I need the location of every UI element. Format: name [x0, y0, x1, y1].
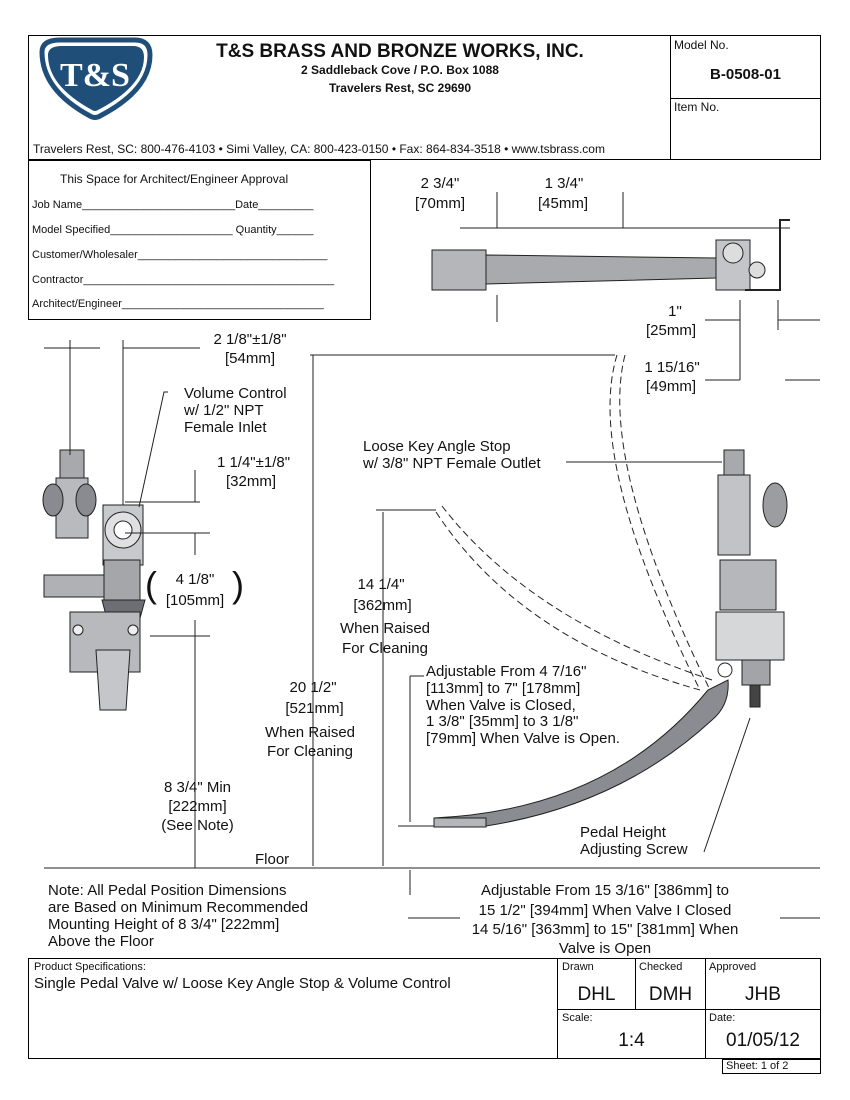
checked-value: DMH	[648, 984, 693, 1005]
dim-54mm: [54mm]	[224, 350, 275, 367]
pedal-height-callout-1: Pedal Height	[580, 824, 666, 841]
customer-field[interactable]: Customer/Wholesaler_____________________…	[32, 249, 328, 261]
dim-1-15-16: 1 15/16"	[644, 359, 700, 376]
bottom-dim-3: 14 5/16" [363mm] to 15" [381mm] When	[471, 921, 739, 938]
sheet-label: Sheet: 1 of 2	[726, 1060, 789, 1072]
dim-49mm: [49mm]	[645, 378, 697, 395]
contact-line: Travelers Rest, SC: 800-476-4103 • Simi …	[33, 142, 605, 156]
dim-4-1-8: 4 1/8"	[175, 571, 215, 588]
volume-control-callout-3: Female Inlet	[184, 419, 267, 436]
dim-105mm: [105mm]	[165, 592, 225, 609]
approved-label: Approved	[709, 961, 757, 973]
dim-1-3-4: 1 3/4"	[544, 175, 584, 192]
adjustable-callout-4: 1 3/8" [35mm] to 3 1/8"	[426, 713, 579, 730]
sheet-box	[722, 1059, 821, 1074]
spec-label: Product Specifications:	[34, 961, 146, 973]
dim-32mm: [32mm]	[225, 473, 276, 490]
dim-raised-1: When Raised	[339, 620, 431, 637]
adjustable-callout-1: Adjustable From 4 7/16"	[426, 663, 587, 680]
adjustable-callout-5: [79mm] When Valve is Open.	[426, 730, 620, 747]
contractor-field[interactable]: Contractor______________________________…	[32, 274, 335, 286]
top-view-pedal	[431, 192, 820, 381]
scale-value: 1:4	[618, 1030, 645, 1051]
volume-control-callout-2: w/ 1/2" NPT	[184, 402, 264, 419]
dim-cleaning-2: For Cleaning	[267, 743, 353, 760]
item-box	[670, 98, 821, 160]
scale-label: Scale:	[562, 1012, 593, 1024]
dim-cleaning-1: For Cleaning	[342, 640, 428, 657]
dim-25mm: [25mm]	[645, 322, 697, 339]
note-line-1: Note: All Pedal Position Dimensions	[48, 882, 287, 899]
note-line-4: Above the Floor	[48, 933, 154, 950]
ts-logo-icon: T&S	[39, 37, 153, 120]
note-line-3: Mounting Height of 8 3/4" [222mm]	[48, 916, 280, 933]
front-view-valve	[42, 340, 210, 868]
dim-70mm: [70mm]	[414, 195, 466, 212]
dim-1in: 1"	[668, 303, 682, 320]
address-line-2: Travelers Rest, SC 29690	[328, 81, 472, 95]
side-view-pedal	[44, 354, 820, 919]
paren-right: )	[232, 564, 244, 605]
date-box	[705, 1009, 821, 1059]
architect-field[interactable]: Architect/Engineer______________________…	[32, 298, 324, 310]
model-label: Model No.	[674, 38, 729, 52]
company-name: T&S BRASS AND BRONZE WORKS, INC.	[216, 41, 584, 62]
loose-key-callout-2: w/ 3/8" NPT Female Outlet	[363, 455, 541, 472]
spec-value: Single Pedal Valve w/ Loose Key Angle St…	[34, 975, 451, 992]
drawn-label: Drawn	[562, 961, 594, 973]
approval-box	[28, 160, 371, 320]
approval-title: This Space for Architect/Engineer Approv…	[60, 172, 289, 186]
job-name-field[interactable]: Job Name_________________________Date___…	[32, 199, 314, 211]
dim-20-1-2: 20 1/2"	[289, 679, 337, 696]
model-specified-field[interactable]: Model Specified____________________ Quan…	[32, 224, 314, 236]
dim-raised-2: When Raised	[264, 724, 356, 741]
dim-14-1-4: 14 1/4"	[357, 576, 405, 593]
dim-1-1-4: 1 1/4"±1/8"	[216, 454, 291, 471]
floor-label: Floor	[255, 851, 290, 868]
checked-label: Checked	[639, 961, 683, 973]
model-number: B-0508-01	[710, 66, 781, 83]
item-label: Item No.	[674, 100, 720, 114]
dim-2-3-4: 2 3/4"	[420, 175, 460, 192]
dim-222mm: [222mm]	[168, 798, 227, 815]
address-line-1: 2 Saddleback Cove / P.O. Box 1088	[301, 63, 499, 77]
dim-2-1-8: 2 1/8"±1/8"	[213, 331, 287, 348]
dim-see-note: (See Note)	[161, 817, 234, 834]
bottom-dim-4: Valve is Open	[558, 940, 652, 957]
svg-text:T&S: T&S	[60, 57, 130, 94]
pedal-height-callout-2: Adjusting Screw	[580, 841, 688, 858]
paren-left: (	[145, 564, 157, 605]
date-label: Date:	[709, 1012, 736, 1024]
adjustable-callout-3: When Valve is Closed,	[426, 697, 576, 714]
drawn-value: DHL	[577, 984, 616, 1005]
bottom-dim-1: Adjustable From 15 3/16" [386mm] to	[481, 882, 729, 899]
dim-362mm: [362mm]	[353, 597, 412, 614]
adjustable-callout-2: [113mm] to 7" [178mm]	[426, 680, 581, 697]
note-line-2: are Based on Minimum Recommended	[48, 899, 309, 916]
bottom-dim-2: 15 1/2" [394mm] When Valve I Closed	[478, 902, 732, 919]
dim-8-3-4: 8 3/4" Min	[163, 779, 232, 796]
dim-45mm: [45mm]	[537, 195, 589, 212]
loose-key-callout-1: Loose Key Angle Stop	[363, 438, 511, 455]
date-value: 01/05/12	[726, 1030, 800, 1051]
dim-521mm: [521mm]	[285, 700, 344, 717]
approved-value: JHB	[745, 984, 781, 1005]
volume-control-callout-1: Volume Control	[184, 385, 287, 402]
